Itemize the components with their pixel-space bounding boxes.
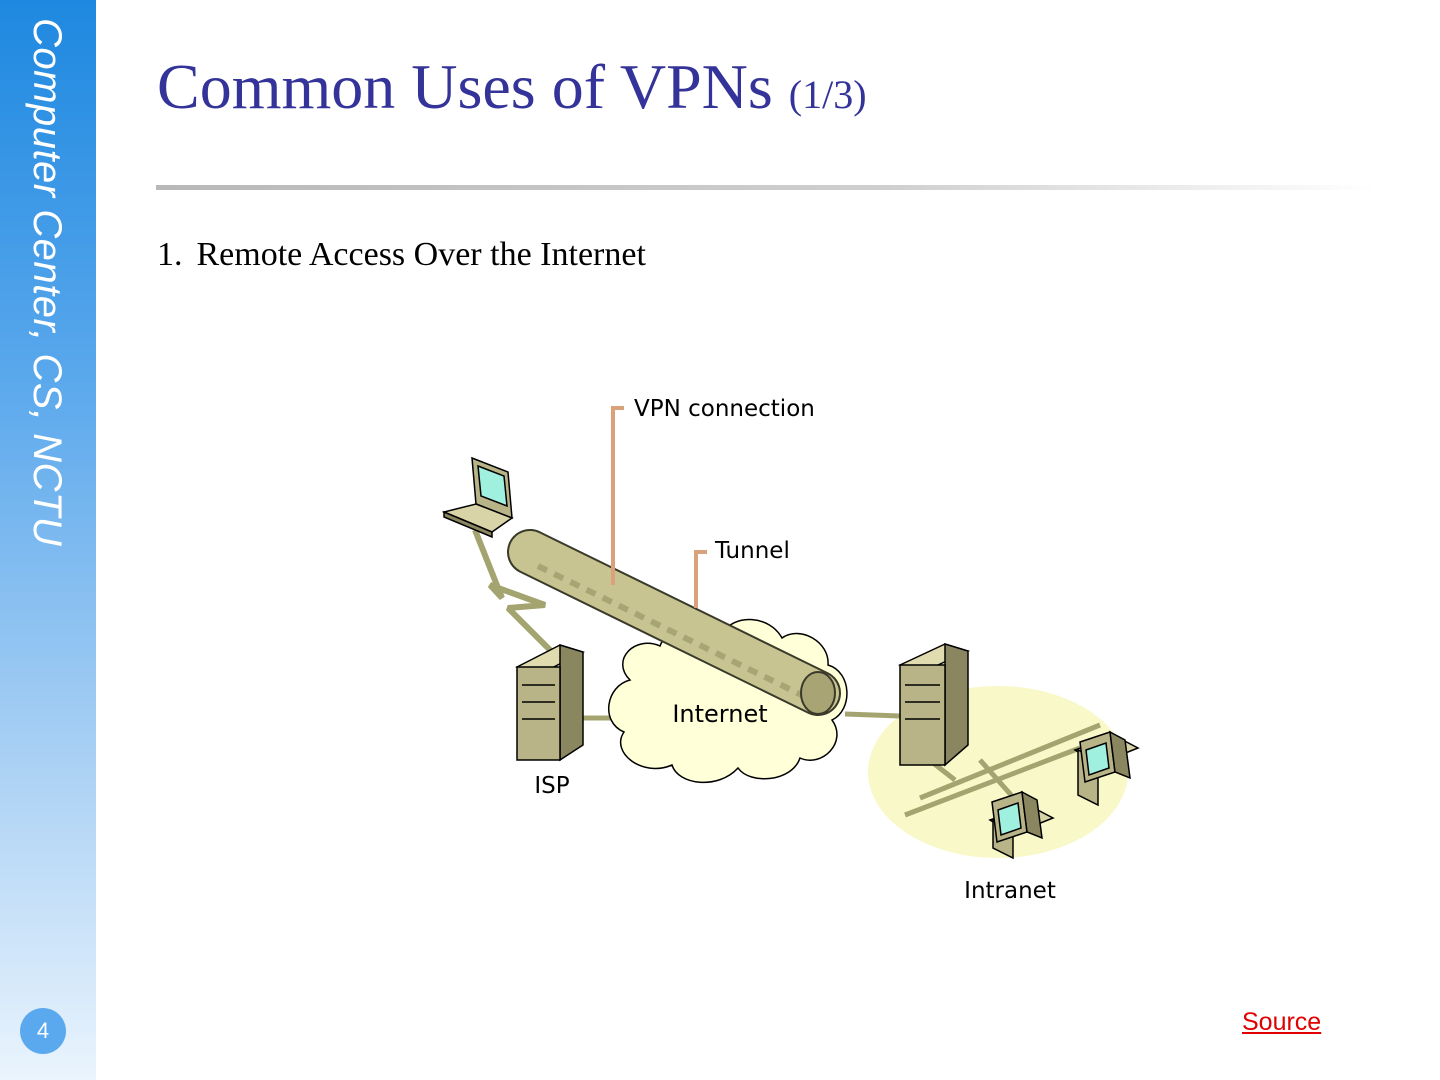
isp-server-icon: [515, 643, 585, 762]
dialup-link: [472, 528, 558, 658]
vpn-remote-access-diagram: Internet VPN connection Tunnel ISP: [441, 396, 1140, 904]
tunnel-label: Tunnel: [714, 538, 790, 564]
tunnel-tube: [507, 529, 841, 716]
internet-label: Internet: [672, 700, 767, 728]
intranet-label: Intranet: [964, 878, 1056, 904]
slide-title-main: Common Uses of VPNs: [157, 51, 773, 122]
tunnel-callout: [694, 550, 707, 608]
vpn-connection-callout: [611, 406, 624, 585]
gateway-link: [844, 711, 901, 719]
title-divider: [156, 185, 1376, 190]
page-number-badge: 4: [20, 1008, 66, 1054]
source-link[interactable]: Source: [1242, 1008, 1322, 1036]
slide-title: Common Uses of VPNs (1/3): [157, 50, 867, 124]
workstation-icon: [988, 790, 1055, 860]
laptop-icon: [441, 456, 514, 539]
bullet-item: 1. Remote Access Over the Internet: [157, 236, 646, 274]
gateway-server-icon: [897, 642, 971, 767]
vpn-connection-label: VPN connection: [634, 396, 815, 422]
slide-title-suffix: (1/3): [788, 72, 867, 117]
sidebar-org-label: Computer Center, CS, NCTU: [25, 18, 69, 547]
workstation-icon: [1073, 730, 1140, 807]
isp-label: ISP: [534, 773, 569, 799]
bullet-text: Remote Access Over the Internet: [196, 236, 646, 273]
sidebar: Computer Center, CS, NCTU 4: [0, 0, 96, 1080]
bullet-number: 1.: [157, 236, 183, 273]
